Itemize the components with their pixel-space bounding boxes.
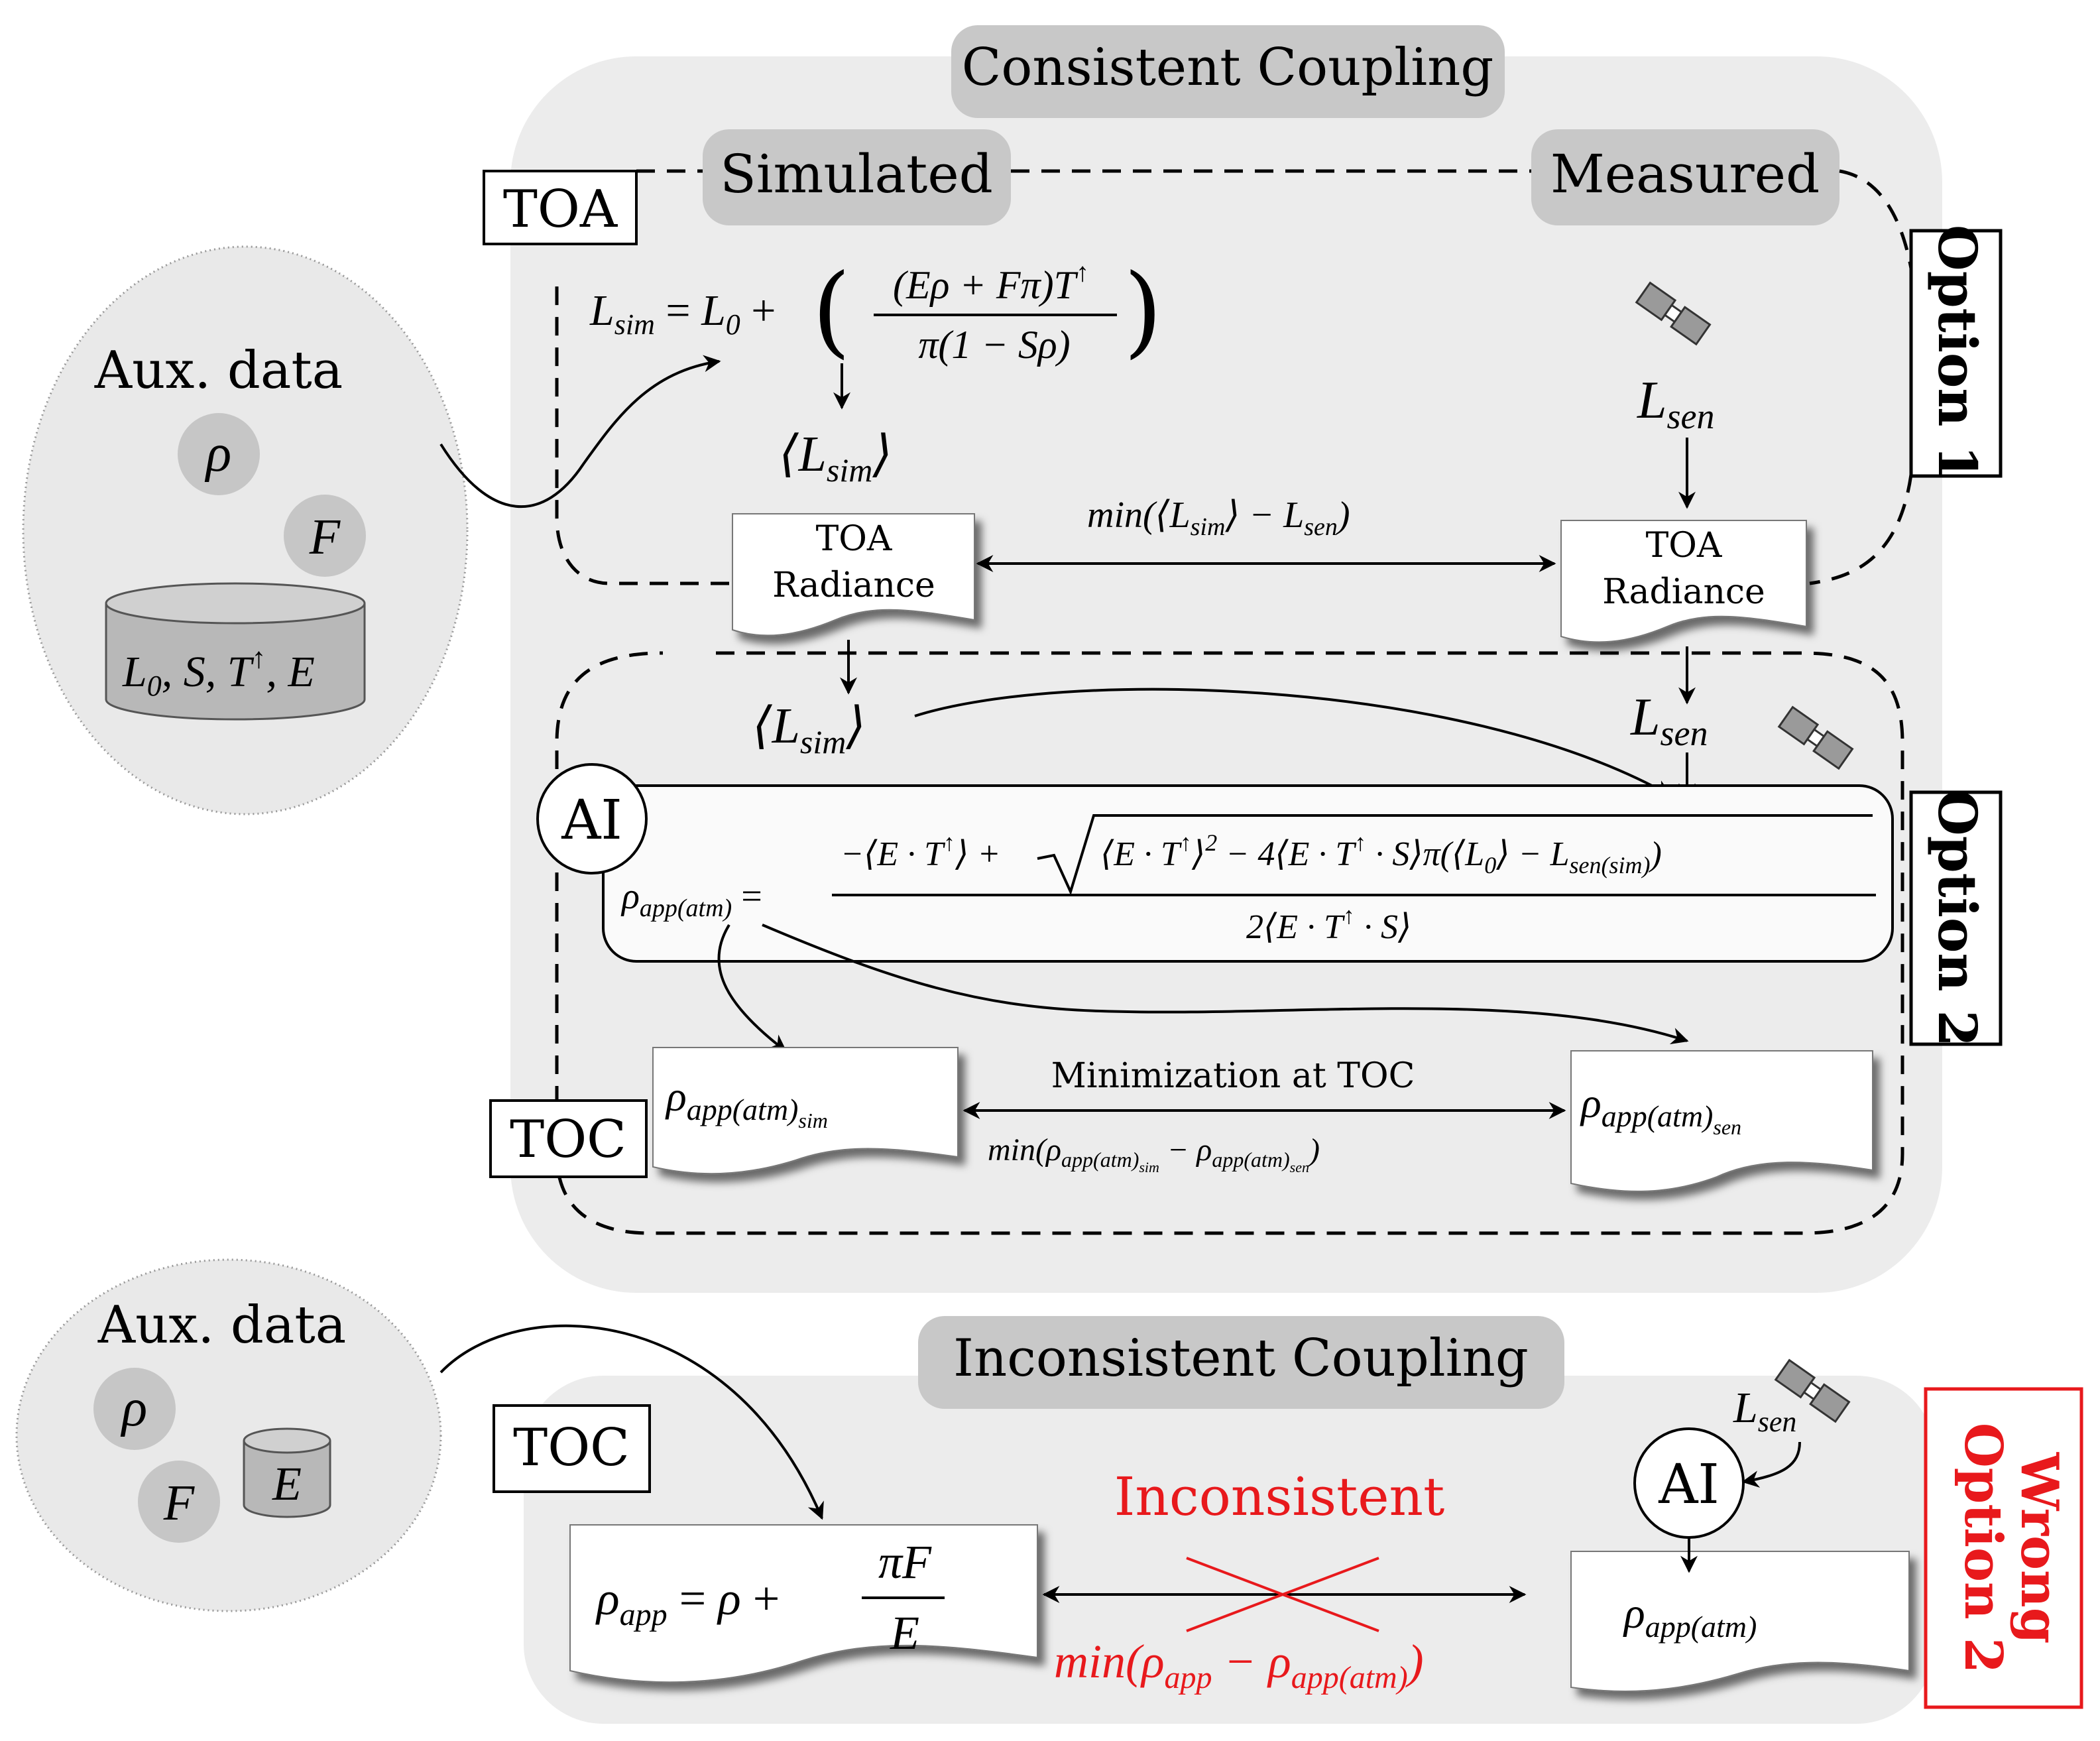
- rho-atm-equation-box: [602, 784, 1894, 963]
- measured-label: Measured: [1550, 143, 1820, 205]
- min-toc-label: Minimization at TOC: [1051, 1056, 1415, 1096]
- aux-top-f: F: [309, 509, 341, 565]
- toc-box-inconsistent: [493, 1404, 651, 1493]
- aux-to-lsim-arrow: [439, 355, 721, 509]
- rho-sen-doc: [1570, 1050, 1873, 1192]
- svg-text:πF: πF: [878, 1535, 932, 1589]
- toa-radiance-sim-line2: Radiance: [772, 566, 935, 605]
- lsen-mid: Lsen: [1630, 688, 1708, 753]
- option1-box: [1909, 229, 2003, 478]
- aux-top-title: Aux. data: [94, 341, 343, 400]
- aux-top-rho: ρ: [204, 424, 231, 483]
- option2-box: [1909, 790, 2003, 1046]
- aux-top-f-circle: [284, 495, 366, 577]
- database-icon-small: [243, 1427, 331, 1518]
- aux-bottom-rho-circle: [93, 1368, 176, 1450]
- consistent-title-pill: [951, 25, 1505, 118]
- inconsistent-title: Inconsistent Coupling: [953, 1329, 1529, 1388]
- inconsistent-label: Inconsistent: [1114, 1466, 1444, 1528]
- simulated-label: Simulated: [720, 143, 993, 205]
- aux-data-bottom: [15, 1258, 442, 1612]
- simulated-pill: [703, 129, 1011, 225]
- rho-app-atm-doc: [1570, 1551, 1910, 1692]
- svg-text:⟨E · T↑⟩2 − 4⟨E · T↑ · S⟩π(⟨L0: ⟨E · T↑⟩2 − 4⟨E · T↑ · S⟩π(⟨L0⟩ − Lsen(s…: [1100, 829, 1662, 878]
- ai-circle-inconsistent: [1633, 1427, 1745, 1539]
- aux-bottom-title: Aux. data: [97, 1295, 346, 1355]
- toa-radiance-sim-line1: TOA: [816, 519, 893, 559]
- inconsistent-title-pill: [918, 1316, 1564, 1409]
- toa-radiance-sen-line2: Radiance: [1602, 572, 1765, 612]
- wrong-option2-box: [1924, 1387, 2083, 1709]
- ai-label-consistent: AI: [561, 789, 622, 852]
- rho-to-sen-arrow: [762, 924, 1689, 1045]
- svg-text:(: (: [812, 253, 851, 369]
- option2-dashed-box: [555, 651, 1904, 1235]
- svg-text:ρapp = ρ +: ρapp = ρ +: [595, 1572, 780, 1632]
- consistent-panel: [510, 56, 1942, 1293]
- toa-radiance-sen-doc: [1560, 520, 1807, 643]
- aux-bottom-f-circle: [138, 1461, 220, 1543]
- aux-bottom-rho: ρ: [120, 1379, 147, 1437]
- svg-text:2⟨E · T↑ · S⟩: 2⟨E · T↑ · S⟩: [1246, 902, 1411, 946]
- consistent-title: Consistent Coupling: [962, 38, 1494, 97]
- svg-text:): ): [1124, 253, 1163, 369]
- aux-top-db-label: L0, S, T↑, E: [122, 642, 315, 702]
- aux-data-top: [22, 245, 469, 815]
- rho-sim-doc: [652, 1047, 959, 1175]
- svg-text:Lsim = L0 +: Lsim = L0 +: [589, 286, 776, 341]
- measured-pill: [1531, 129, 1839, 225]
- rho-app-doc: [569, 1524, 1038, 1683]
- rho-app-equation: ρapp = ρ + πF E: [595, 1535, 945, 1659]
- svg-text:π(1 − Sρ): π(1 − Sρ): [918, 323, 1070, 367]
- rho-atm-equation: ρapp(atm) = −⟨E · T↑⟩ + ⟨E · T↑⟩2 − 4⟨E …: [620, 814, 1876, 946]
- aux-to-rho-app-arrow: [439, 1324, 824, 1520]
- toa-box-label: TOA: [503, 180, 618, 239]
- toa-radiance-sen-line1: TOA: [1646, 526, 1723, 566]
- aux-top-rho-circle: [178, 413, 260, 495]
- aux-bottom-f: F: [163, 1475, 196, 1531]
- toa-dashed-loop: [555, 169, 1920, 585]
- option2-wrong-label: Option 2: [1953, 1423, 2013, 1673]
- ai-circle-consistent: [536, 763, 648, 874]
- svg-text:−⟨E · T↑⟩ +: −⟨E · T↑⟩ +: [841, 829, 1000, 873]
- svg-text:E: E: [890, 1606, 919, 1659]
- toc-box: [489, 1099, 648, 1178]
- rho-to-sim-arrow: [717, 924, 788, 1052]
- toa-min-label: min(⟨Lsim⟩ − Lsen): [1087, 495, 1350, 541]
- lsim-to-eq-arrow: [914, 688, 1672, 797]
- toc-box-inconsistent-label: TOC: [513, 1418, 630, 1478]
- svg-text:(Eρ + Fπ)T↑: (Eρ + Fπ)T↑: [893, 257, 1089, 307]
- aux-bottom-e: E: [272, 1457, 302, 1510]
- wrong-label: Wrong: [2009, 1452, 2070, 1644]
- toc-box-label: TOC: [510, 1110, 626, 1170]
- ai-label-inconsistent: AI: [1658, 1453, 1720, 1516]
- lsim-equation: Lsim = L0 + ( (Eρ + Fπ)T↑ π(1 − Sρ) ): [589, 253, 1163, 369]
- option2-label: Option 2: [1926, 790, 1989, 1047]
- toa-radiance-sim-doc: [732, 513, 975, 636]
- database-icon: [105, 582, 366, 721]
- option1-label: Option 1: [1926, 225, 1989, 482]
- toa-box: [483, 170, 638, 245]
